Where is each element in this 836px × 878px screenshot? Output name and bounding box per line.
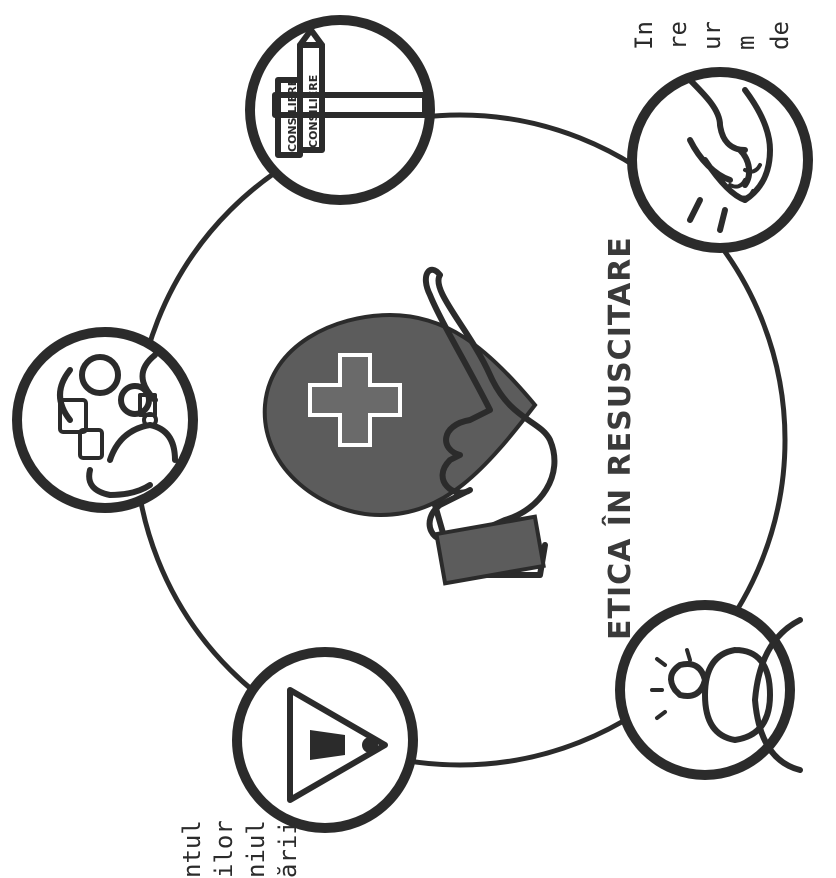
right-text-fragment: In re ur m de [630,21,794,50]
sign-label-upper: CONSILIERE [307,75,320,148]
node-team [17,332,193,508]
bottom-text-line-1: ntul [178,820,206,878]
bottom-text-line-4: ării [274,820,302,878]
heart-cross-icon [265,315,535,515]
node-handshake [632,72,808,248]
sign-label-lower: CONSILIERE [286,79,299,152]
node-idea [620,605,800,775]
right-text-line-1: In [630,21,658,50]
diagram-title: ETICA ÎN RESUSCITARE [602,236,638,640]
right-text-line-2: re [664,21,692,50]
bottom-text-fragment: ntul ilor niul ării [178,820,302,878]
node-counseling: CONSILIERE CONSILIERE [250,20,430,200]
right-text-line-4: m [732,36,760,50]
right-text-line-3: ur [698,21,726,50]
node-warning [237,652,413,828]
right-text-line-5: de [766,21,794,50]
bottom-text-line-3: niul [242,820,270,878]
bottom-text-line-2: ilor [210,820,238,878]
